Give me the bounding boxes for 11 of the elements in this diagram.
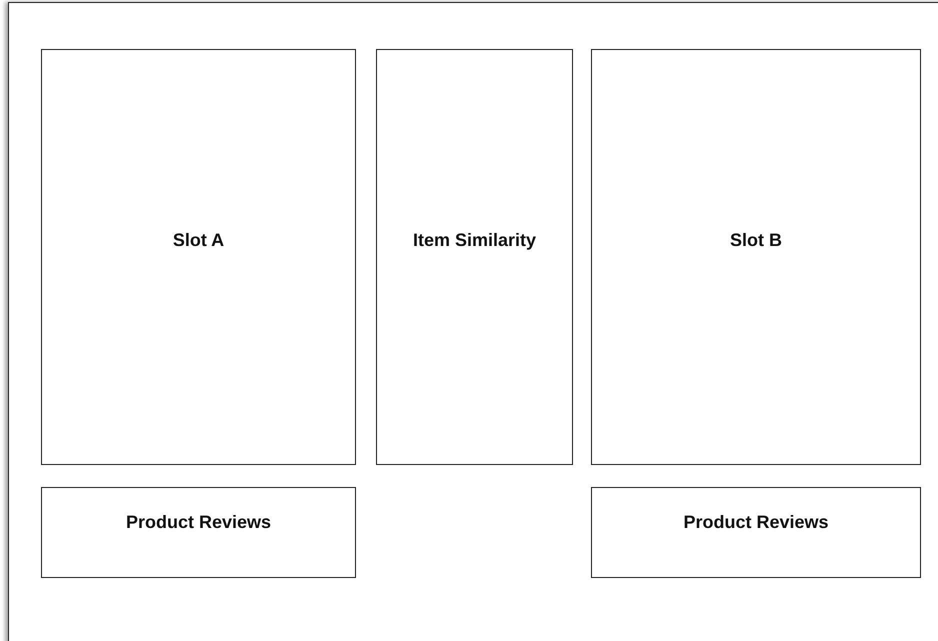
- slot-label: Slot A: [172, 230, 226, 252]
- slot-label: Slot B: [729, 230, 783, 252]
- content-slot: [591, 487, 921, 578]
- frame-box: [8, 2, 938, 641]
- content-slot: [376, 49, 573, 465]
- slot-label: Product Reviews: [682, 512, 830, 533]
- slot-label: Item Similarity: [412, 230, 538, 252]
- content-slot: [41, 49, 356, 465]
- content-slot: [41, 487, 356, 578]
- slot-label: Product Reviews: [124, 512, 272, 533]
- content-slot: [591, 49, 921, 465]
